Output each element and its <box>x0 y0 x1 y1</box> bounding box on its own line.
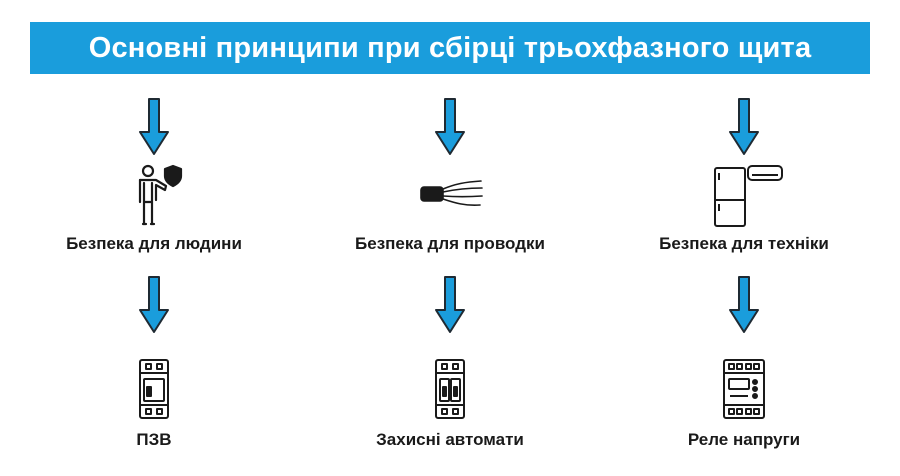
circuit-breaker-icon <box>425 357 475 421</box>
person-shield-icon <box>109 158 199 230</box>
down-arrow-icon <box>138 276 170 334</box>
principle-column-wiring: Безпека для проводки Захисні автомати <box>300 0 600 476</box>
principle-column-appliances: Безпека для техніки Реле напруги <box>594 0 894 476</box>
device-label-rcd: ПЗВ <box>136 430 172 449</box>
down-arrow-icon <box>728 98 760 156</box>
rcd-device-icon <box>129 357 179 421</box>
down-arrow-icon <box>434 276 466 334</box>
category-label-human: Безпека для людини <box>66 234 242 253</box>
device-label-breakers: Захисні автомати <box>376 430 524 449</box>
category-label-appliances: Безпека для техніки <box>659 234 829 253</box>
down-arrow-icon <box>728 276 760 334</box>
down-arrow-icon <box>434 98 466 156</box>
page-title: Основні принципи при сбірці трьохфазного… <box>88 31 812 64</box>
appliances-icon <box>699 158 789 230</box>
down-arrow-icon <box>138 98 170 156</box>
category-label-wiring: Безпека для проводки <box>355 234 545 253</box>
principle-column-human: Безпека для людини ПЗВ <box>4 0 304 476</box>
voltage-relay-icon <box>718 357 770 421</box>
device-label-relay: Реле напруги <box>687 430 801 449</box>
title-banner: Основні принципи при сбірці трьохфазного… <box>30 22 870 74</box>
wire-cable-icon <box>405 158 495 230</box>
